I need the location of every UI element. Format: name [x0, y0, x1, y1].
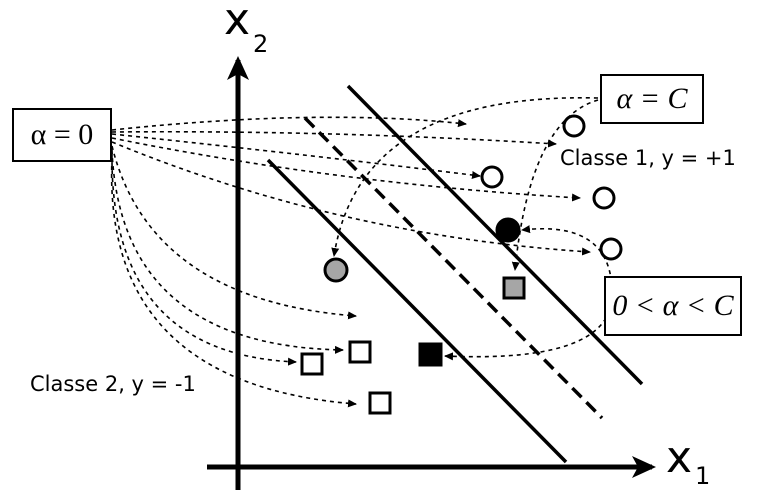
alpha-zero-box: α = 0 [12, 108, 112, 162]
class1-point [480, 165, 504, 189]
arrow-to-margin-error-class1 [511, 99, 599, 271]
class2-point [300, 352, 324, 376]
x2-axis-subscript: 2 [253, 30, 269, 58]
decision-boundary [303, 116, 604, 420]
x1-axis-label: x [666, 432, 693, 483]
arrow-to-class1-point-5 [111, 141, 591, 256]
x2-axis-label: x [224, 0, 251, 45]
arrow-to-class2-point-1 [111, 145, 357, 320]
arrow-to-class1-point-4 [111, 137, 581, 202]
alpha-zero-label: α = 0 [30, 118, 94, 151]
arrow-to-class1-point-1 [111, 116, 467, 131]
class1-point [592, 186, 616, 210]
alpha-between-arrows [444, 225, 613, 361]
class2-support-vector [418, 342, 443, 367]
arrow-to-class1-point-2 [111, 130, 557, 148]
class1-misclassified-point [323, 257, 349, 283]
alpha-c-arrows [331, 97, 599, 271]
alpha-between-box: 0 < α < C [604, 276, 742, 336]
alpha-c-label: α = C [616, 82, 688, 115]
arrow-to-class2-point-4 [110, 157, 357, 408]
x1-axis-subscript: 1 [695, 462, 711, 490]
alpha-c-box: α = C [600, 74, 704, 124]
margin-line-class2 [266, 158, 568, 464]
arrow-to-class2-point-2 [111, 149, 344, 354]
class1-points [323, 114, 623, 283]
class2-label: Classe 2, y = -1 [30, 372, 196, 396]
arrow-to-class2-point-3 [111, 153, 297, 366]
alpha-between-label: 0 < α < C [612, 289, 734, 322]
class2-point [348, 340, 372, 364]
class2-points [300, 276, 526, 415]
alpha-zero-arrows [110, 116, 591, 408]
arrow-to-support-class1 [521, 225, 613, 291]
class1-point [599, 237, 623, 261]
class2-margin-error-point [502, 276, 526, 300]
arrow-to-misclassified-class2 [331, 97, 599, 257]
class1-point [562, 114, 586, 138]
class1-label: Classe 1, y = +1 [560, 146, 736, 170]
class2-point [368, 391, 392, 415]
margin-line-class1 [346, 84, 644, 386]
class1-support-vector [495, 217, 521, 243]
